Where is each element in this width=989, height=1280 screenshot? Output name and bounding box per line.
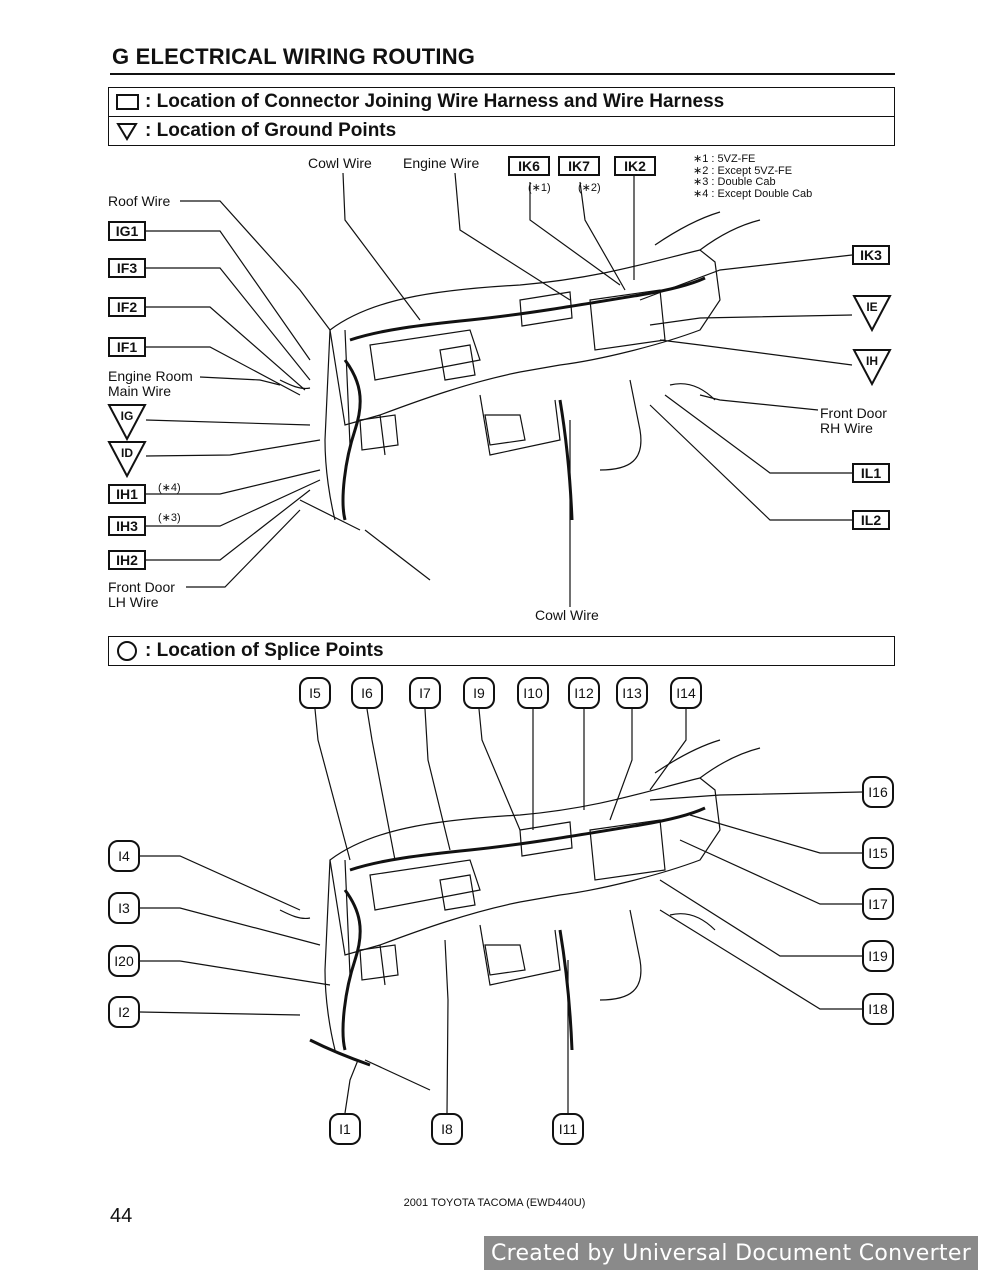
ground-ih-triangle-icon [852, 349, 892, 386]
ground-triangle-icon [116, 123, 138, 141]
ground-id-triangle-icon [107, 441, 147, 478]
splice-i12: I12 [568, 677, 600, 709]
converter-watermark: Created by Universal Document Converter [484, 1236, 978, 1270]
connector-if1: IF1 [108, 337, 146, 357]
splice-i8: I8 [431, 1113, 463, 1145]
legend-box-top: : Location of Connector Joining Wire Har… [108, 87, 895, 146]
splice-i20: I20 [108, 945, 140, 977]
ground-ig-triangle-icon [107, 404, 147, 441]
ground-id: ID [107, 440, 147, 478]
note-4: ∗4 : Except Double Cab [693, 187, 813, 200]
splice-i9: I9 [463, 677, 495, 709]
bottom-dashboard-drawing [279, 739, 761, 1067]
front-door-rh-label-line1: Front Door [820, 405, 887, 421]
splice-i4: I4 [108, 840, 140, 872]
splice-circle-icon [117, 641, 137, 661]
splice-i18: I18 [862, 993, 894, 1025]
note-1: ∗1 : 5VZ-FE [693, 153, 756, 165]
splice-i7: I7 [409, 677, 441, 709]
splice-i10: I10 [517, 677, 549, 709]
legend-connector-row: : Location of Connector Joining Wire Har… [109, 88, 894, 116]
page-title: G ELECTRICAL WIRING ROUTING [112, 44, 476, 69]
connector-ik7: IK7 [558, 156, 600, 176]
splice-i6: I6 [351, 677, 383, 709]
legend-splice-row: : Location of Splice Points [109, 637, 894, 665]
ground-id-label: ID [121, 446, 133, 460]
bottom-leader-lines [139, 708, 863, 1114]
top-leader-lines [145, 172, 853, 607]
variant-notes: ∗1 : 5VZ-FE ∗2 : Except 5VZ-FE ∗3 : Doub… [693, 153, 813, 200]
cowl-wire-label-top: Cowl Wire [308, 155, 372, 171]
legend-box-splice: : Location of Splice Points [108, 636, 895, 666]
ground-ig: IG [107, 403, 147, 441]
connector-square-icon [115, 94, 139, 110]
connector-ih2: IH2 [108, 550, 146, 570]
top-dashboard-drawing [279, 211, 761, 531]
connector-if2: IF2 [108, 297, 146, 317]
splice-i3: I3 [108, 892, 140, 924]
connector-if3: IF3 [108, 258, 146, 278]
note-3: ∗3 : Double Cab [693, 176, 776, 188]
roof-wire-label: Roof Wire [108, 193, 171, 209]
splice-i15: I15 [862, 837, 894, 869]
legend-connector-text: : Location of Connector Joining Wire Har… [145, 91, 725, 112]
footer-model: 2001 TOYOTA TACOMA (EWD440U) [403, 1197, 586, 1209]
splice-i14: I14 [670, 677, 702, 709]
page-number: 44 [110, 1205, 133, 1227]
splice-i13: I13 [616, 677, 648, 709]
connector-ih3: IH3 [108, 516, 146, 536]
ik7-note: (∗2) [578, 182, 601, 194]
ground-ie-triangle-icon [852, 295, 892, 332]
cowl-wire-label-bottom: Cowl Wire [535, 607, 599, 623]
splice-i11: I11 [552, 1113, 584, 1145]
front-door-rh-label-line2: RH Wire [820, 420, 873, 436]
ik6-note: (∗1) [528, 182, 551, 194]
ground-ie-label: IE [866, 300, 878, 314]
ground-ie: IE [852, 294, 892, 332]
legend-ground-text: : Location of Ground Points [145, 120, 397, 141]
front-door-lh-label-line2: LH Wire [108, 594, 159, 610]
splice-i5: I5 [299, 677, 331, 709]
title-rule [110, 73, 895, 75]
engine-room-label-line1: Engine Room [108, 368, 193, 384]
connector-il1: IL1 [852, 463, 890, 483]
connector-ig1: IG1 [108, 221, 146, 241]
connector-ih1: IH1 [108, 484, 146, 504]
connector-il2: IL2 [852, 510, 890, 530]
front-door-lh-label-line1: Front Door [108, 579, 175, 595]
engine-room-label-line2: Main Wire [108, 383, 172, 399]
ih1-note: (∗4) [158, 482, 181, 494]
connector-ik2: IK2 [614, 156, 656, 176]
splice-i2: I2 [108, 996, 140, 1028]
splice-i1: I1 [329, 1113, 361, 1145]
ground-ih-label: IH [866, 354, 878, 368]
splice-i17: I17 [862, 888, 894, 920]
ground-ih: IH [852, 348, 892, 386]
splice-i16: I16 [862, 776, 894, 808]
note-2: ∗2 : Except 5VZ-FE [693, 164, 793, 177]
splice-i19: I19 [862, 940, 894, 972]
legend-splice-text: : Location of Splice Points [145, 640, 384, 661]
legend-ground-row: : Location of Ground Points [109, 116, 894, 145]
connector-ik6: IK6 [508, 156, 550, 176]
ground-ig-label: IG [120, 409, 134, 423]
connector-ik3: IK3 [852, 245, 890, 265]
ih3-note: (∗3) [158, 512, 181, 524]
engine-wire-label: Engine Wire [403, 155, 480, 171]
